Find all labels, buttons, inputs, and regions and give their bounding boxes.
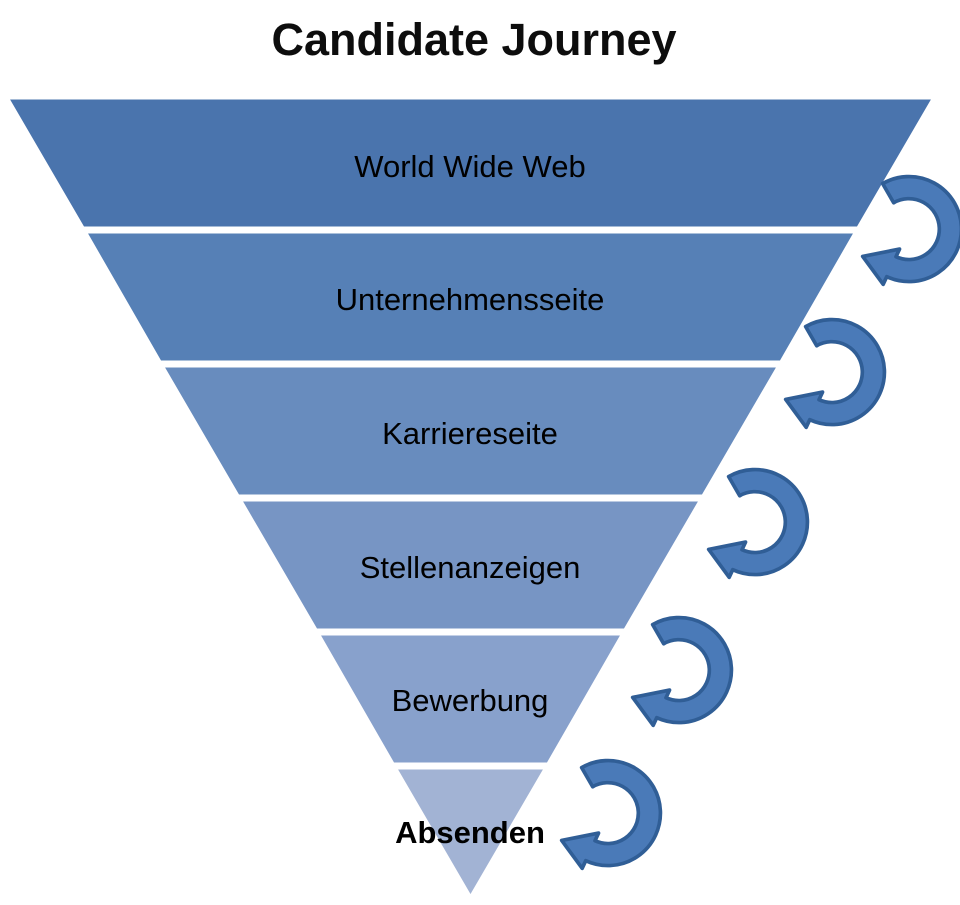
funnel-stage-absenden xyxy=(385,762,556,905)
stage-label-world-wide-web: World Wide Web xyxy=(354,149,585,184)
cycle-arrow-icon xyxy=(630,615,734,728)
cycle-arrow-icon xyxy=(559,758,663,871)
stage-label-absenden: Absenden xyxy=(395,815,545,850)
stage-label-karriereseite: Karriereseite xyxy=(382,416,558,451)
stage-label-bewerbung: Bewerbung xyxy=(392,683,549,718)
stage-label-stellenanzeigen: Stellenanzeigen xyxy=(360,550,581,585)
cycle-arrow-icon xyxy=(706,467,810,580)
page-title: Candidate Journey xyxy=(271,14,677,65)
stage-label-unternehmensseite: Unternehmensseite xyxy=(336,282,605,317)
